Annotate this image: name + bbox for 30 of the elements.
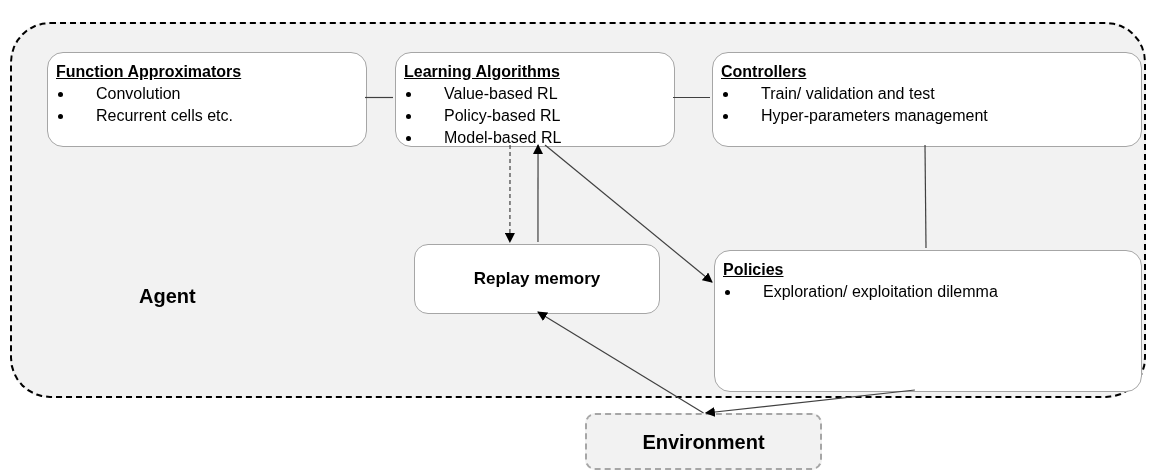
- bullet-item: Convolution: [96, 84, 181, 104]
- arrow: [537, 311, 705, 414]
- component-box: [395, 52, 675, 147]
- box-heading: Function Approximators: [56, 62, 242, 82]
- connector-line: [364, 96, 394, 99]
- arrow: [704, 389, 916, 417]
- connector-line: [924, 144, 927, 249]
- connector-line: [672, 96, 711, 99]
- memory-box: [414, 244, 660, 314]
- component-box: [712, 52, 1142, 147]
- bullet-item: Value-based RL: [444, 84, 558, 104]
- bullet-item: Exploration/ exploitation dilemma: [763, 282, 998, 302]
- component-box: [714, 250, 1142, 392]
- arrow: [533, 144, 544, 243]
- bullet-item: Recurrent cells etc.: [96, 106, 233, 126]
- agent-boundary: [10, 22, 1146, 398]
- box-heading: Controllers: [721, 62, 807, 82]
- component-box: [47, 52, 367, 147]
- node-label: Replay memory: [473, 268, 601, 291]
- box-heading: Learning Algorithms: [404, 62, 560, 82]
- arrow: [504, 144, 515, 243]
- agent-label: Agent: [139, 284, 196, 309]
- node-label: Environment: [642, 429, 765, 455]
- arrow: [544, 144, 713, 283]
- bullet-item: Hyper-parameters management: [761, 106, 988, 126]
- bullet-item: Model-based RL: [444, 128, 562, 148]
- environment-box: [585, 413, 822, 470]
- bullet-item: Train/ validation and test: [761, 84, 935, 104]
- bullet-item: Policy-based RL: [444, 106, 561, 126]
- box-heading: Policies: [723, 260, 784, 280]
